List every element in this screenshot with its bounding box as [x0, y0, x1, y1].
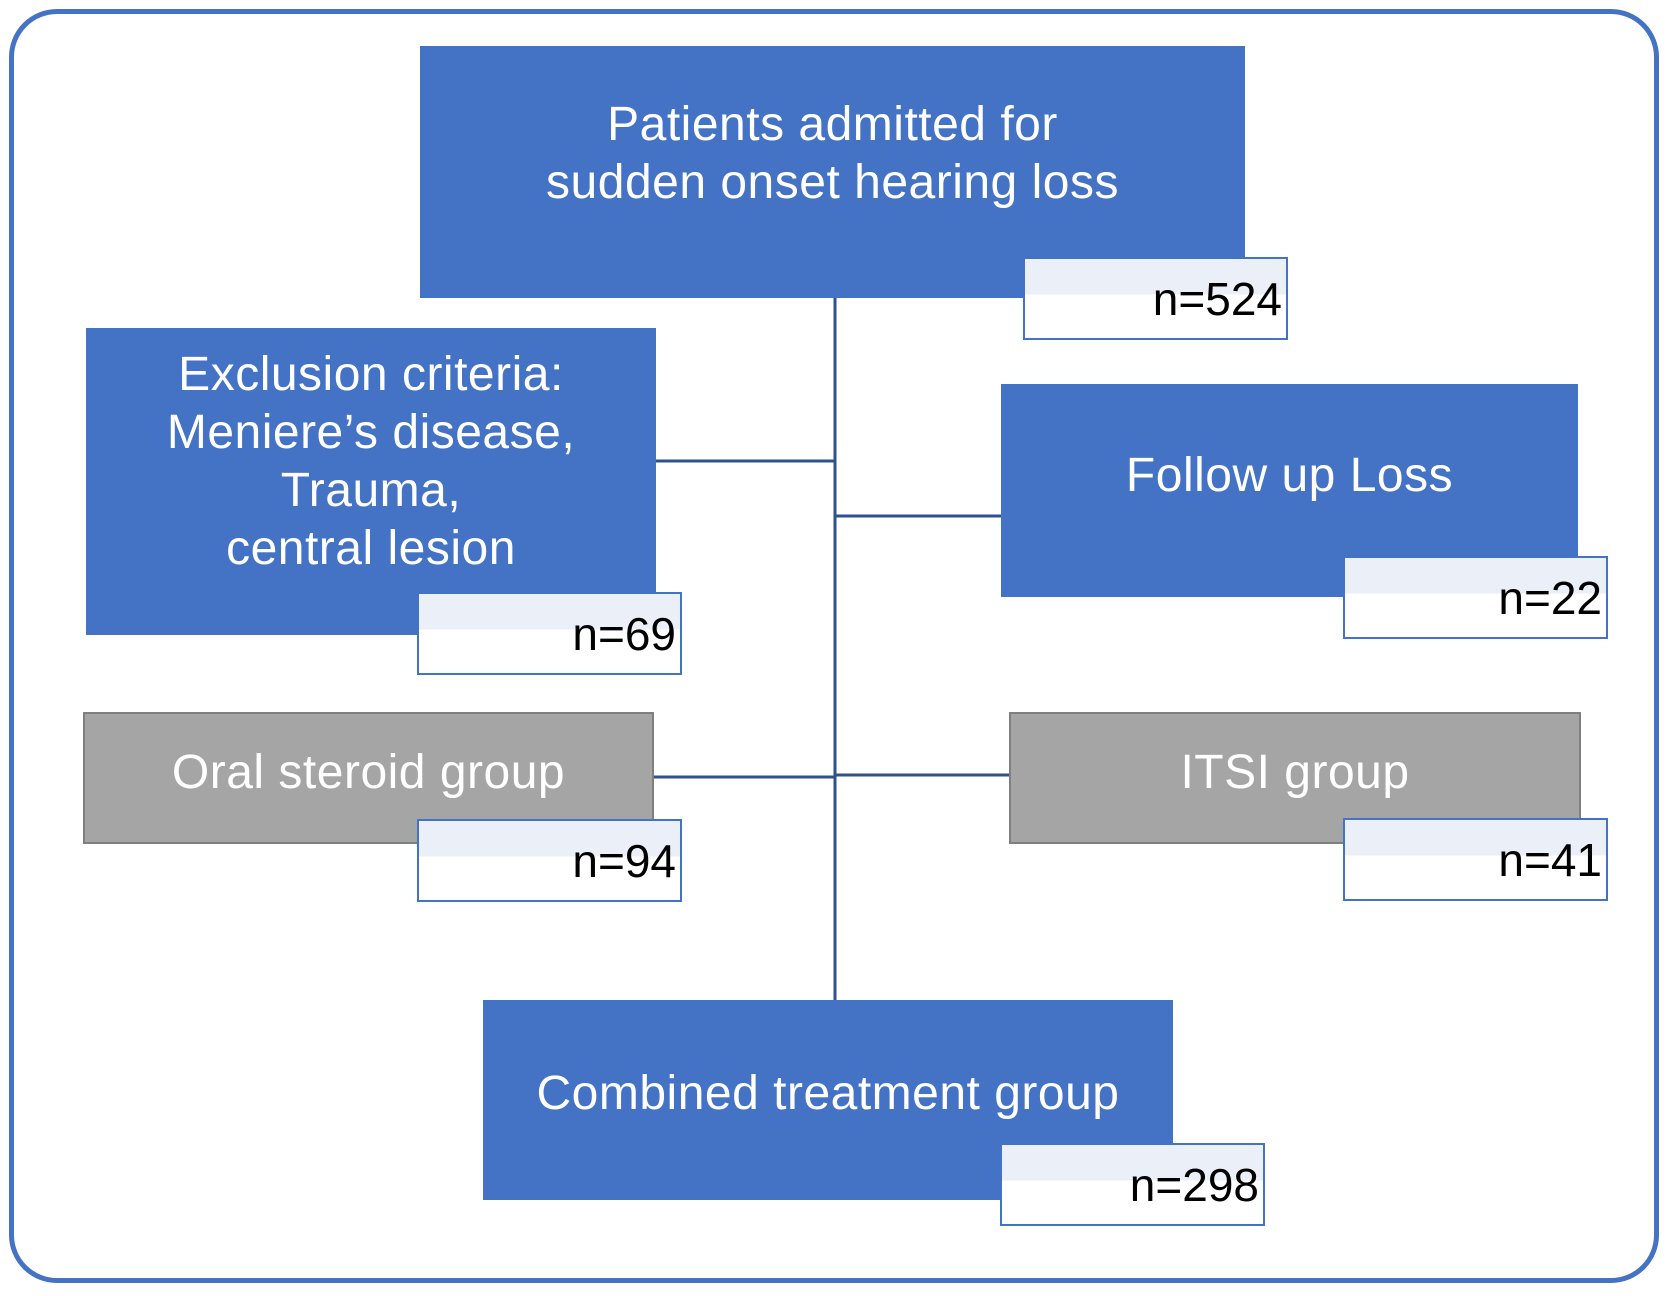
oral-steroid-label: Oral steroid group	[171, 746, 566, 799]
follow-up-count: n=22	[1343, 556, 1608, 639]
admitted-label: Patients admitted for sudden onset heari…	[546, 98, 1119, 209]
exclusion-count: n=69	[417, 592, 682, 675]
follow-up-label: Follow up Loss	[1125, 448, 1454, 502]
exclusion-label: Exclusion criteria: Meniere’s disease, T…	[166, 347, 576, 575]
combined-label: Combined treatment group	[536, 1067, 1120, 1120]
diagram-frame	[9, 9, 1659, 1283]
admitted-box: Patients admitted for sudden onset heari…	[420, 46, 1245, 298]
exclusion-box: Exclusion criteria: Meniere’s disease, T…	[86, 328, 656, 635]
itsi-label: ITSI group	[1180, 746, 1410, 799]
itsi-count: n=41	[1343, 818, 1608, 901]
combined-count: n=298	[1000, 1143, 1265, 1226]
oral-steroid-count: n=94	[417, 819, 682, 902]
admitted-count: n=524	[1023, 257, 1288, 340]
